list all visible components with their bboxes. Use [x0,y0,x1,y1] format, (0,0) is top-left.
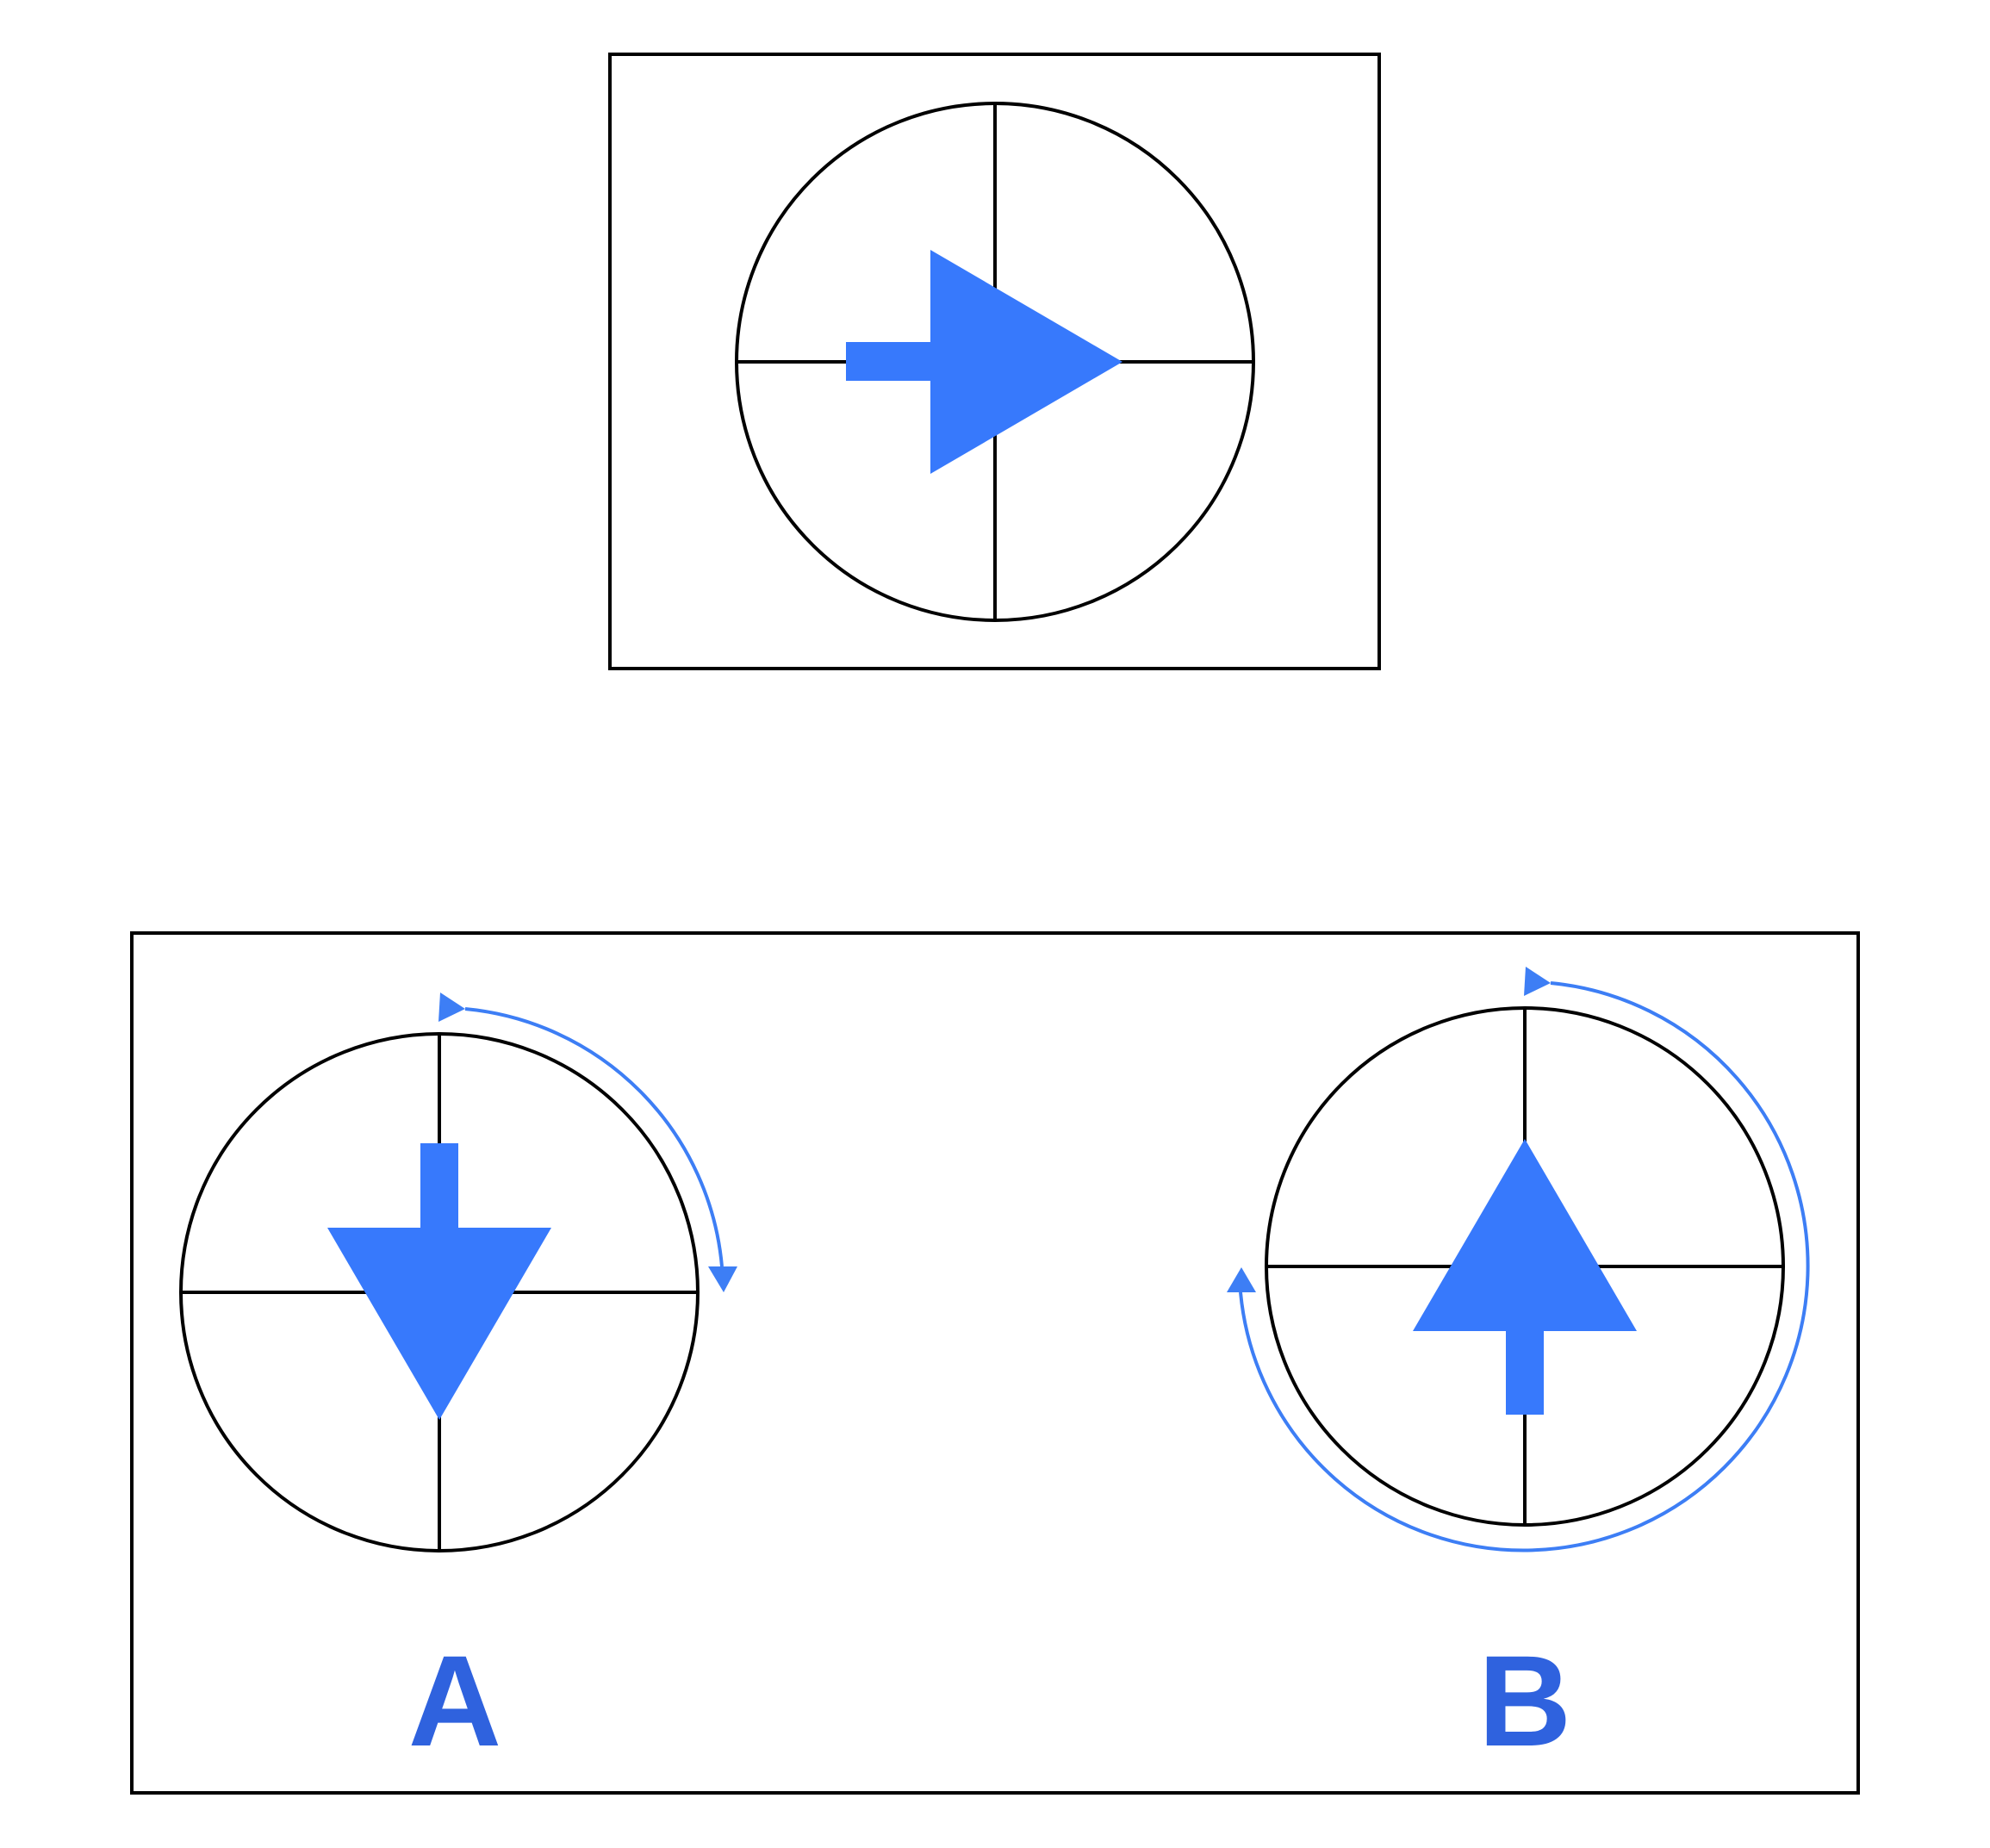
option-b-arrow-up-icon [1413,1139,1637,1415]
option-b-clockwise-arc [1239,981,1810,1552]
options-panel: A B [130,931,1860,1795]
options-frame [130,931,1860,1795]
option-a[interactable]: A [179,992,737,1773]
option-a-label: A [408,1628,501,1773]
question-panel [608,53,1381,670]
question-arrow-right-icon [846,250,1122,474]
question-frame [608,53,1381,670]
question-dial [735,102,1255,622]
option-b-arc-start-arrowhead-icon [1524,967,1551,996]
option-b-clockwise-arrowhead-icon [1227,1267,1256,1292]
option-a-clockwise-arc [464,1007,724,1267]
option-b[interactable]: B [1227,967,1810,1773]
option-a-clockwise-arrowhead-icon [708,1266,737,1292]
option-b-label: B [1478,1628,1571,1773]
option-a-arc-start-arrowhead-icon [438,992,465,1022]
option-a-arrow-down-icon [327,1143,551,1420]
